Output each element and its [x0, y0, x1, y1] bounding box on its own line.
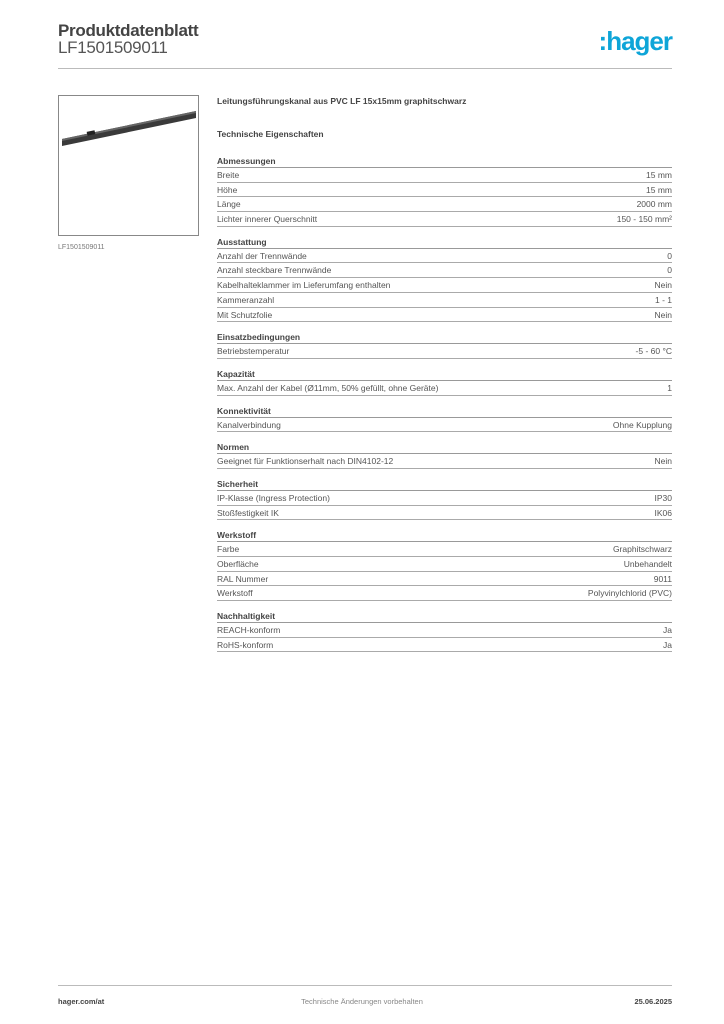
product-name: Leitungsführungskanal aus PVC LF 15x15mm…	[217, 96, 467, 106]
section-title: Werkstoff	[217, 528, 672, 543]
section-title: Einsatzbedingungen	[217, 330, 672, 345]
spec-value: Nein	[654, 309, 672, 320]
section-title: Kapazität	[217, 367, 672, 381]
section-title: Konnektivität	[217, 404, 672, 418]
spec-row: Max. Anzahl der Kabel (Ø11mm, 50% gefüll…	[217, 381, 672, 396]
spec-value: 15 mm	[646, 184, 672, 195]
spec-value: Nein	[654, 456, 672, 467]
spec-row: Kanalverbindung Ohne Kupplung	[217, 418, 672, 433]
spec-label: IP-Klasse (Ingress Protection)	[217, 492, 330, 503]
footer-website[interactable]: hager.com/at	[58, 997, 105, 1006]
spec-row: Werkstoff Polyvinylchlorid (PVC)	[217, 586, 672, 602]
header-divider	[58, 68, 672, 69]
spec-row: RoHS-konform Ja	[217, 638, 672, 653]
spec-row: Kammeranzahl 1 - 1	[217, 293, 672, 308]
spec-value: 1	[667, 382, 672, 393]
footer-date: 25.06.2025	[634, 997, 672, 1006]
spec-value: Graphitschwarz	[612, 544, 672, 555]
hager-logo: :hager	[598, 26, 673, 56]
spec-row: Mit Schutzfolie Nein	[217, 308, 672, 323]
spec-label: Anzahl steckbare Trennwände	[217, 265, 332, 276]
spec-label: Höhe	[217, 184, 238, 195]
spec-label: Werkstoff	[217, 588, 253, 599]
spec-value: 0	[667, 250, 672, 261]
spec-value: 150 - 150 mm²	[616, 214, 672, 225]
spec-row: Anzahl steckbare Trennwände 0	[217, 263, 672, 279]
spec-label: Kanalverbindung	[217, 419, 281, 430]
spec-row: Kabelhalteklammer im Lieferumfang enthal…	[217, 278, 672, 293]
spec-value: 9011	[653, 573, 672, 584]
spec-label: Breite	[217, 170, 240, 180]
spec-row: RAL Nummer 9011	[217, 572, 672, 587]
spec-value: IK06	[654, 507, 673, 518]
spec-label: Kabelhalteklammer im Lieferumfang enthal…	[217, 280, 391, 291]
spec-label: REACH-konform	[217, 625, 281, 636]
spec-label: Kammeranzahl	[217, 294, 275, 305]
spec-label: Länge	[217, 199, 241, 210]
spec-label: Stoßfestigkeit IK	[217, 507, 279, 518]
spec-label: Farbe	[217, 544, 240, 555]
spec-value: IP30	[654, 492, 673, 503]
spec-label: RAL Nummer	[217, 573, 269, 584]
spec-row: Oberfläche Unbehandelt	[217, 557, 672, 572]
spec-label: Max. Anzahl der Kabel (Ø11mm, 50% gefüll…	[217, 382, 439, 393]
spec-value: 0	[667, 265, 672, 276]
spec-label: Lichter innerer Querschnitt	[217, 214, 318, 225]
spec-value: Polyvinylchlorid (PVC)	[587, 588, 672, 599]
spec-label: Anzahl der Trennwände	[217, 250, 307, 261]
spec-value: -5 - 60 °C	[635, 346, 672, 357]
product-image	[58, 95, 199, 236]
spec-label: RoHS-konform	[217, 639, 274, 650]
spec-label: Betriebstemperatur	[217, 346, 290, 357]
product-code: LF1501509011	[58, 38, 168, 57]
spec-row: Farbe Graphitschwarz	[217, 542, 672, 557]
spec-row: Lichter innerer Querschnitt 150 - 150 mm²	[217, 212, 672, 227]
section-title: Ausstattung	[217, 235, 672, 249]
spec-row: Stoßfestigkeit IK IK06	[217, 506, 672, 521]
spec-row: REACH-konform Ja	[217, 623, 672, 638]
spec-row: IP-Klasse (Ingress Protection) IP30	[217, 491, 672, 506]
spec-value: 2000 mm	[636, 199, 672, 210]
spec-label: Oberfläche	[217, 559, 259, 569]
image-caption: LF1501509011	[58, 244, 105, 251]
spec-row: Länge 2000 mm	[217, 197, 672, 213]
section-title: Abmessungen	[217, 154, 672, 168]
tech-heading: Technische Eigenschaften	[217, 129, 324, 139]
spec-value: Ohne Kupplung	[612, 419, 672, 430]
spec-content: Leitungsführungskanal aus PVC LF 15x15mm…	[217, 96, 672, 660]
section-title: Nachhaltigkeit	[217, 609, 672, 624]
spec-row: Betriebstemperatur -5 - 60 °C	[217, 344, 672, 359]
footer-divider	[58, 985, 672, 986]
spec-label: Geeignet für Funktionserhalt nach DIN410…	[217, 456, 394, 467]
spec-row: Breite 15 mm	[217, 168, 672, 183]
spec-value: 15 mm	[646, 170, 672, 180]
spec-value: Nein	[654, 280, 672, 291]
spec-value: Ja	[663, 639, 672, 650]
spec-row: Höhe 15 mm	[217, 183, 672, 198]
section-title: Sicherheit	[217, 477, 672, 491]
spec-value: Ja	[663, 625, 672, 636]
spec-value: Unbehandelt	[623, 559, 672, 569]
spec-row: Anzahl der Trennwände 0	[217, 249, 672, 264]
page-title: Produktdatenblatt	[58, 21, 199, 40]
spec-label: Mit Schutzfolie	[217, 309, 273, 320]
section-title: Normen	[217, 440, 672, 455]
spec-value: 1 - 1	[654, 294, 672, 305]
footer-disclaimer: Technische Änderungen vorbehalten	[301, 997, 423, 1006]
spec-row: Geeignet für Funktionserhalt nach DIN410…	[217, 454, 672, 469]
